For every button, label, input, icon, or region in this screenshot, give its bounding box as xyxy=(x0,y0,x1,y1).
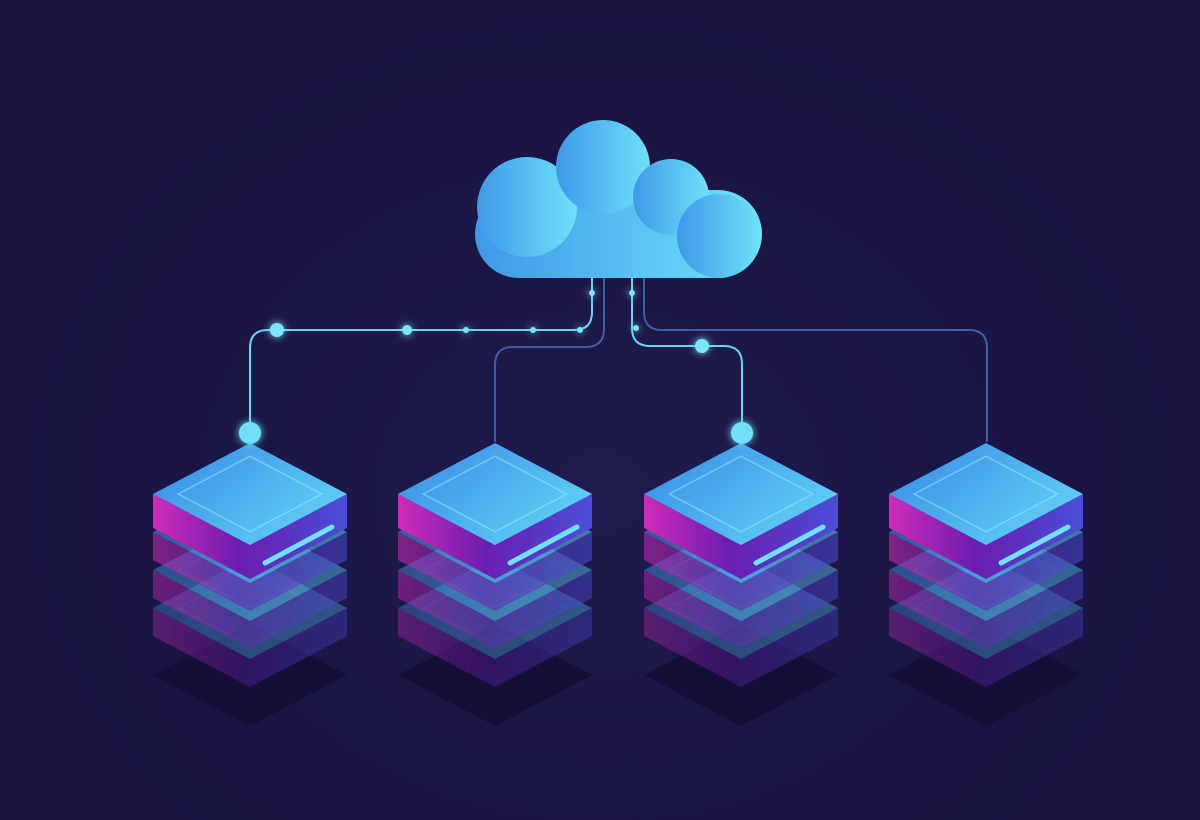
server-status-bar xyxy=(998,524,1071,566)
server-top-unit xyxy=(153,443,347,579)
node-dot xyxy=(633,325,639,331)
node-dot xyxy=(463,327,469,333)
link-server-1 xyxy=(249,278,593,432)
node-dot xyxy=(629,290,635,296)
server-2 xyxy=(398,443,592,726)
server-knobs xyxy=(239,422,753,444)
server-connector-knob xyxy=(239,422,261,444)
servers xyxy=(153,443,1083,726)
server-status-bar xyxy=(753,524,826,566)
link-nodes xyxy=(270,290,709,353)
node-dot xyxy=(530,327,536,333)
link-server-2 xyxy=(494,278,605,442)
node-dot xyxy=(695,339,709,353)
node-dot xyxy=(402,325,412,335)
node-dot xyxy=(577,327,583,333)
node-dot xyxy=(589,290,595,296)
link-server-4 xyxy=(643,278,988,442)
cloud-icon xyxy=(475,120,762,278)
server-4 xyxy=(889,443,1083,726)
server-status-bar xyxy=(507,524,580,566)
server-1 xyxy=(153,443,347,726)
server-top-unit xyxy=(889,443,1083,579)
server-status-bar xyxy=(262,524,335,566)
server-3 xyxy=(644,443,838,726)
connection-lines xyxy=(249,278,988,442)
server-connector-knob xyxy=(731,422,753,444)
server-top-unit xyxy=(644,443,838,579)
node-dot xyxy=(270,323,284,337)
server-top-unit xyxy=(398,443,592,579)
link-server-3 xyxy=(631,278,743,432)
